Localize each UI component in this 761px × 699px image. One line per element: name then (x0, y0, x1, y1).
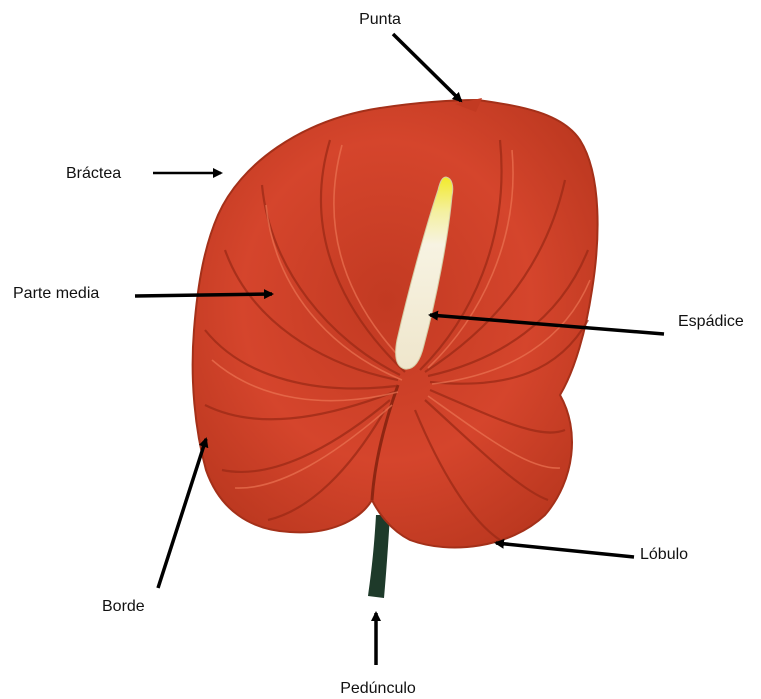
arrow-borde (158, 439, 206, 588)
label-lobulo: Lóbulo (640, 546, 688, 563)
peduncle-stem (368, 515, 390, 598)
label-borde: Borde (102, 598, 145, 615)
arrow-parte-media (135, 294, 272, 296)
arrow-lobulo (496, 543, 634, 557)
label-pedunculo: Pedúnculo (340, 680, 416, 697)
label-punta: Punta (359, 11, 401, 28)
label-espadice: Espádice (678, 313, 744, 330)
label-bractea: Bráctea (66, 165, 121, 182)
arrow-punta (393, 34, 461, 101)
label-parte-media: Parte media (13, 285, 99, 302)
